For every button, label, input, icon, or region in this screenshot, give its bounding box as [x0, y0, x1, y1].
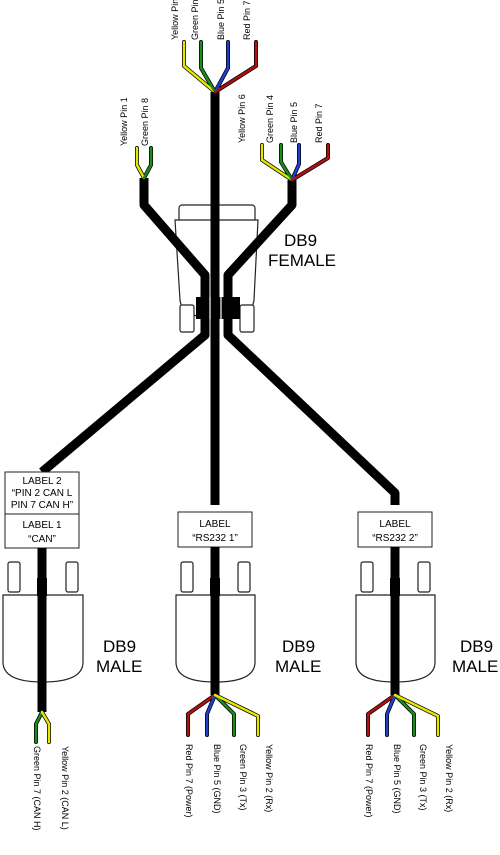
- cable-harness: [39, 92, 400, 505]
- svg-text:“RS232 1”: “RS232 1”: [192, 533, 238, 544]
- male-label-can-line2: MALE: [96, 657, 142, 676]
- svg-text:“CAN”: “CAN”: [28, 534, 56, 545]
- svg-text:LABEL: LABEL: [199, 519, 231, 530]
- top-center-wires: [182, 40, 258, 94]
- wire-label-top-center-2: Green Pin 3: [190, 0, 200, 40]
- wire-label-rs232-1-3: Green Pin 3 (Tx): [238, 744, 248, 811]
- wire-label-top-right-2: Green Pin 4: [265, 95, 275, 143]
- male-label-rs232-2-line2: MALE: [452, 657, 498, 676]
- svg-text:PIN 7 CAN H”: PIN 7 CAN H”: [11, 500, 73, 511]
- bottom-can-wires: [34, 710, 51, 744]
- top-right-wires: [260, 143, 330, 182]
- wire-label-can-1: Green Pin 7 (CAN H): [32, 746, 42, 831]
- wire-label-top-center-4: Red Pin 7: [242, 0, 252, 40]
- wire-label-rs232-2-4: Yellow Pin 2 (Rx): [444, 744, 454, 812]
- male-label-rs232-2-line1: DB9: [460, 637, 493, 656]
- male-label-rs232-1-line1: DB9: [282, 637, 315, 656]
- svg-text:LABEL 2: LABEL 2: [22, 476, 62, 487]
- wire-label-rs232-2-1: Red Pin 7 (Power): [364, 744, 374, 818]
- wire-label-top-right-3: Blue Pin 5: [289, 102, 299, 143]
- bottom-rs232-1-wires: [186, 693, 260, 737]
- male-label-can-line1: DB9: [103, 637, 136, 656]
- bottom-rs232-2-wires: [366, 693, 440, 737]
- wire-label-top-right-1: Yellow Pin 6: [237, 94, 247, 143]
- svg-text:“RS232 2”: “RS232 2”: [372, 533, 418, 544]
- wire-label-rs232-1-2: Blue Pin 5 (GND): [212, 744, 222, 814]
- wire-label-top-center-3: Blue Pin 5: [216, 0, 226, 40]
- top-left-wires: [135, 146, 153, 180]
- wire-label-can-2: Yellow Pin 2 (CAN L): [60, 746, 70, 830]
- wire-label-rs232-2-2: Blue Pin 5 (GND): [392, 744, 402, 814]
- wire-label-rs232-1-1: Red Pin 7 (Power): [184, 744, 194, 818]
- label-rs232-2-box: LABEL “RS232 2”: [357, 511, 433, 548]
- wire-label-top-center-1: Yellow Pin 2: [170, 0, 180, 40]
- wire-label-top-left-2: Green Pin 8: [140, 98, 150, 146]
- label-rs232-1-box: LABEL “RS232 1”: [177, 511, 253, 548]
- female-label-line1: DB9: [284, 231, 317, 250]
- label2-box: LABEL 2 “PIN 2 CAN L PIN 7 CAN H”: [4, 471, 80, 515]
- female-label-line2: FEMALE: [268, 251, 336, 270]
- svg-text:“PIN 2 CAN L: “PIN 2 CAN L: [12, 488, 73, 499]
- wire-label-top-left-1: Yellow Pin 1: [119, 97, 129, 146]
- male-label-rs232-1-line2: MALE: [275, 657, 321, 676]
- wire-label-rs232-1-4: Yellow Pin 2 (Rx): [264, 744, 274, 812]
- wire-label-top-right-4: Red Pin 7: [314, 103, 324, 143]
- svg-text:LABEL: LABEL: [379, 519, 411, 530]
- wire-label-rs232-2-3: Green Pin 3 (Tx): [418, 744, 428, 811]
- svg-text:LABEL 1: LABEL 1: [22, 520, 62, 531]
- label1-box: LABEL 1 “CAN”: [4, 513, 80, 549]
